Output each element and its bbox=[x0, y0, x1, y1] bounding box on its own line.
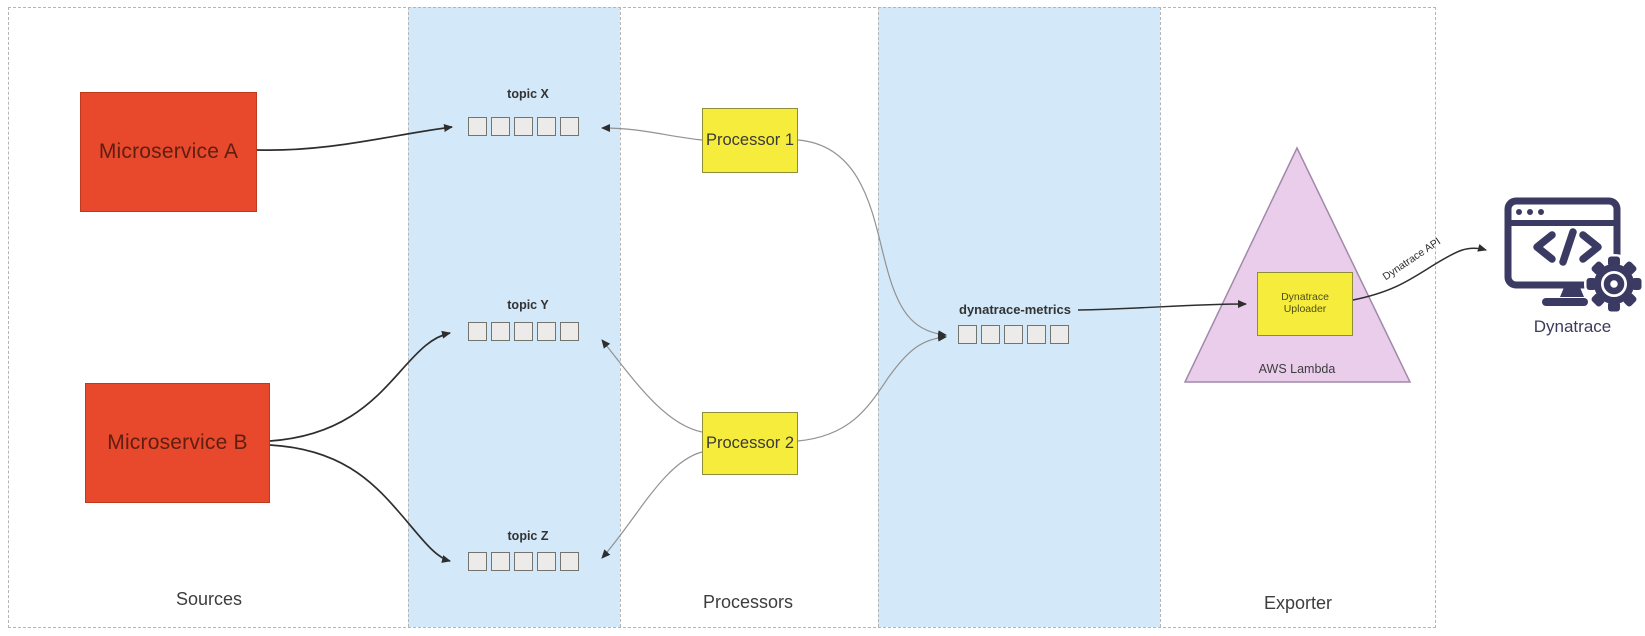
column-separator bbox=[408, 7, 409, 627]
metrics-topic-queue bbox=[958, 325, 1069, 344]
queue-slot bbox=[491, 117, 510, 136]
topic-x-queue bbox=[468, 117, 579, 136]
queue-slot bbox=[1027, 325, 1046, 344]
queue-slot bbox=[560, 117, 579, 136]
microservice-b-label: Microservice B bbox=[107, 431, 248, 454]
column-label-sources: Sources bbox=[175, 589, 243, 609]
dynatrace-uploader-label: Dynatrace Uploader bbox=[1281, 291, 1329, 315]
microservice-a-box: Microservice A bbox=[80, 92, 257, 212]
dynatrace-icon bbox=[1502, 196, 1644, 318]
column-label-exporter: Exporter bbox=[1263, 593, 1333, 613]
column-separator bbox=[620, 7, 621, 627]
queue-slot bbox=[537, 552, 556, 571]
queue-slot bbox=[468, 117, 487, 136]
gear-icon bbox=[1584, 254, 1644, 314]
queue-slot bbox=[560, 552, 579, 571]
processor-1-box: Processor 1 bbox=[702, 108, 798, 173]
column-separator bbox=[1160, 7, 1161, 627]
dynatrace-uploader-box: Dynatrace Uploader bbox=[1257, 272, 1353, 336]
microservice-b-box: Microservice B bbox=[85, 383, 270, 503]
queue-slot bbox=[468, 552, 487, 571]
queue-slot bbox=[491, 552, 510, 571]
queue-slot bbox=[560, 322, 579, 341]
aws-lambda-label: AWS Lambda bbox=[1258, 362, 1336, 376]
topic-z-label: topic Z bbox=[507, 529, 549, 543]
processor-2-label: Processor 2 bbox=[705, 434, 795, 452]
topic-y-label: topic Y bbox=[507, 298, 549, 312]
column-label-processors: Processors bbox=[702, 592, 794, 612]
queue-slot bbox=[491, 322, 510, 341]
queue-slot bbox=[468, 322, 487, 341]
queue-slot bbox=[514, 322, 533, 341]
column-separator bbox=[878, 7, 879, 627]
dynatrace-destination-label: Dynatrace bbox=[1533, 317, 1612, 336]
queue-slot bbox=[1050, 325, 1069, 344]
queue-slot bbox=[514, 552, 533, 571]
queue-slot bbox=[514, 117, 533, 136]
queue-slot bbox=[1004, 325, 1023, 344]
topic-x-label: topic X bbox=[507, 87, 549, 101]
queue-slot bbox=[958, 325, 977, 344]
processor-1-label: Processor 1 bbox=[705, 131, 795, 149]
queue-slot bbox=[537, 322, 556, 341]
topic-y-queue bbox=[468, 322, 579, 341]
microservice-a-label: Microservice A bbox=[98, 140, 239, 163]
topic-z-queue bbox=[468, 552, 579, 571]
diagram-frame bbox=[8, 7, 1436, 628]
metrics-topic-label: dynatrace-metrics bbox=[959, 302, 1071, 317]
processor-2-box: Processor 2 bbox=[702, 412, 798, 475]
queue-slot bbox=[981, 325, 1000, 344]
queue-slot bbox=[537, 117, 556, 136]
